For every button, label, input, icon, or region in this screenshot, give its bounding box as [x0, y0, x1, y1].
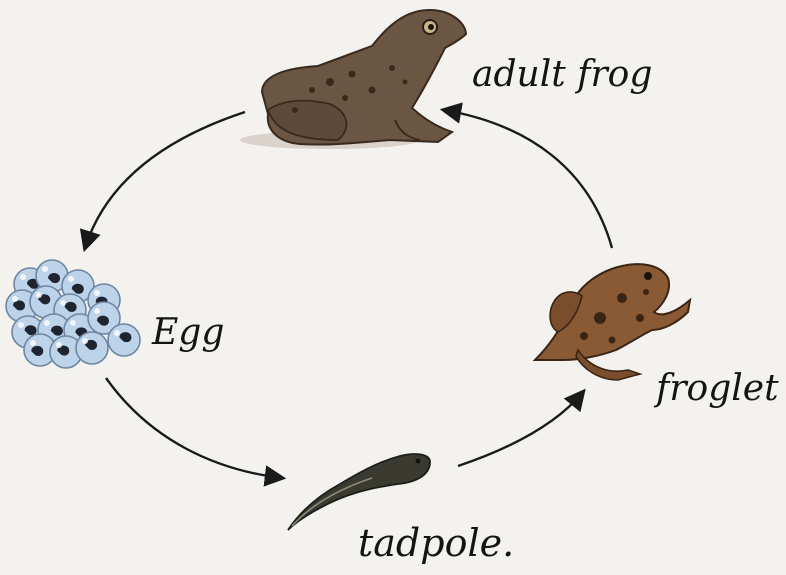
label-egg: Egg [151, 312, 224, 353]
froglet-icon [535, 264, 690, 380]
label-adult-frog: adult frog [472, 54, 652, 95]
arrow-froglet-to-adult [444, 110, 612, 248]
tadpole-icon [288, 454, 430, 530]
egg-highlight [12, 296, 18, 302]
egg-highlight [60, 300, 66, 306]
label-tadpole: tadpole. [358, 521, 514, 565]
arrow-adult-to-egg [85, 112, 245, 248]
egg-highlight [94, 308, 100, 314]
egg-highlight [36, 292, 42, 298]
egg-highlight [114, 330, 120, 336]
egg-highlight [70, 320, 76, 326]
egg-highlight [68, 276, 74, 282]
egg-highlight [18, 322, 24, 328]
egg-highlight [30, 340, 36, 346]
arrow-tadpole-to-froglet [458, 392, 583, 466]
egg-highlight [42, 266, 48, 272]
egg-highlight [56, 342, 62, 348]
label-froglet: froglet [653, 368, 779, 409]
egg-highlight [82, 338, 88, 344]
adult-frog-icon [240, 10, 466, 149]
egg-highlight [44, 320, 50, 326]
egg-highlight [94, 290, 100, 296]
arrow-egg-to-tadpole [106, 378, 282, 478]
egg-highlight [20, 274, 26, 280]
egg-cluster-icon [6, 260, 140, 368]
